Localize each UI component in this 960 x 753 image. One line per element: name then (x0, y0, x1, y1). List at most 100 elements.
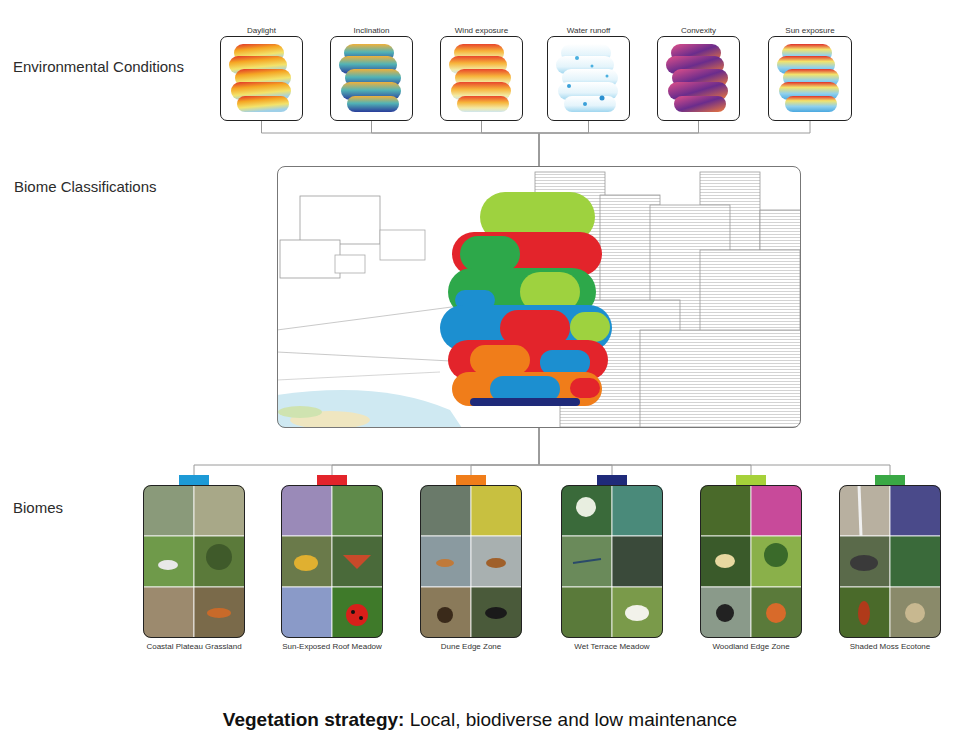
biome-name: Sun-Exposed Roof Meadow (282, 642, 382, 651)
illustration-shape (666, 44, 728, 112)
illustration-shape (194, 485, 245, 536)
illustration-shape (715, 554, 735, 568)
illustration-shape (143, 536, 194, 587)
illustration-shape (700, 536, 751, 587)
illustration-shape (859, 485, 861, 536)
connector-line (539, 428, 751, 485)
biome-panel: Shaded Moss Ecotone (839, 485, 941, 638)
illustration-shape (839, 536, 890, 587)
illustration-shape (606, 75, 609, 78)
biome-color-tab (456, 475, 486, 485)
illustration-shape (540, 350, 590, 375)
biome-name: Coastal Plateau Grassland (146, 642, 241, 651)
illustration-shape (277, 390, 462, 428)
illustration-shape (716, 604, 734, 622)
illustration-shape (612, 587, 663, 638)
caption-text: Local, biodiverse and low maintenance (410, 709, 737, 730)
illustration-shape (570, 312, 610, 342)
illustration-shape (281, 485, 332, 536)
illustration-shape (420, 587, 471, 638)
connector-line (482, 121, 540, 166)
illustration-shape (343, 555, 371, 569)
illustration-shape (764, 543, 788, 567)
illustration-shape (449, 44, 511, 112)
illustration-shape (700, 485, 751, 536)
illustration-shape (583, 102, 587, 106)
condition-panel: Inclination (330, 36, 413, 121)
illustration-shape (351, 610, 355, 614)
illustration-shape (294, 555, 318, 571)
condition-thumbnail (777, 44, 839, 112)
biome-name: Wet Terrace Meadow (574, 642, 649, 651)
caption-line: Vegetation strategy:Local, biodiverse an… (0, 709, 960, 731)
illustration-shape (471, 587, 522, 638)
row-label: Environmental Conditions (13, 58, 184, 75)
illustration-shape (839, 587, 890, 638)
illustration-shape (890, 587, 941, 638)
illustration-shape (850, 555, 878, 571)
condition-thumbnail (666, 44, 728, 112)
biome-color-tab (875, 475, 905, 485)
condition-title: Sun exposure (769, 26, 851, 35)
illustration-shape (485, 607, 507, 619)
biome-name: Shaded Moss Ecotone (850, 642, 931, 651)
biome-color-tab (317, 475, 347, 485)
illustration-shape (751, 587, 802, 638)
condition-thumbnail (339, 44, 401, 112)
illustration-shape (143, 587, 194, 638)
biome-photos (700, 485, 802, 638)
biome-name: Woodland Edge Zone (712, 642, 789, 651)
illustration-shape (143, 485, 194, 536)
biome-panel: Sun-Exposed Roof Meadow (281, 485, 383, 638)
illustration-shape (346, 604, 368, 626)
caption-text: Vegetation strategy: (223, 709, 405, 730)
illustration-shape (194, 536, 245, 587)
illustration-shape (206, 544, 232, 570)
illustration-shape (420, 485, 471, 536)
connector-line (194, 428, 539, 485)
connector-line (539, 121, 699, 166)
illustration-shape (194, 587, 245, 638)
condition-title: Daylight (221, 26, 302, 35)
illustration-shape (207, 608, 231, 618)
biome-photos (839, 485, 941, 638)
illustration-shape (561, 587, 612, 638)
illustration-shape (437, 607, 453, 623)
illustration-shape (277, 372, 440, 380)
site-model (277, 166, 801, 428)
biome-panel: Wet Terrace Meadow (561, 485, 663, 638)
illustration-shape (575, 56, 579, 60)
illustration-shape (471, 485, 522, 536)
connector-line (332, 428, 539, 485)
classification-panel: Biome Classifications (277, 166, 801, 428)
illustration-shape (280, 240, 340, 278)
illustration-shape (905, 603, 925, 623)
illustration-shape (612, 485, 663, 536)
illustration-shape (567, 84, 571, 88)
condition-thumbnail (556, 44, 618, 112)
illustration-shape (332, 485, 383, 536)
condition-title: Wind exposure (441, 26, 522, 35)
illustration-shape (561, 536, 612, 587)
illustration-shape (890, 536, 941, 587)
illustration-shape (339, 44, 401, 112)
illustration-shape (278, 406, 322, 418)
illustration-shape (766, 603, 786, 623)
biome-color-tab (597, 475, 627, 485)
condition-panel: Convexity (657, 36, 740, 121)
illustration-shape (486, 558, 506, 568)
illustration-shape (470, 345, 530, 375)
illustration-shape (332, 587, 383, 638)
illustration-shape (556, 44, 618, 112)
biome-photos (420, 485, 522, 638)
illustration-shape (158, 560, 178, 570)
biome-panel: Coastal Plateau Grassland (143, 485, 245, 638)
illustration-shape (470, 398, 580, 406)
illustration-shape (640, 330, 801, 428)
illustration-shape (332, 536, 383, 587)
condition-title: Water runoff (548, 26, 629, 35)
illustration-shape (600, 96, 605, 101)
